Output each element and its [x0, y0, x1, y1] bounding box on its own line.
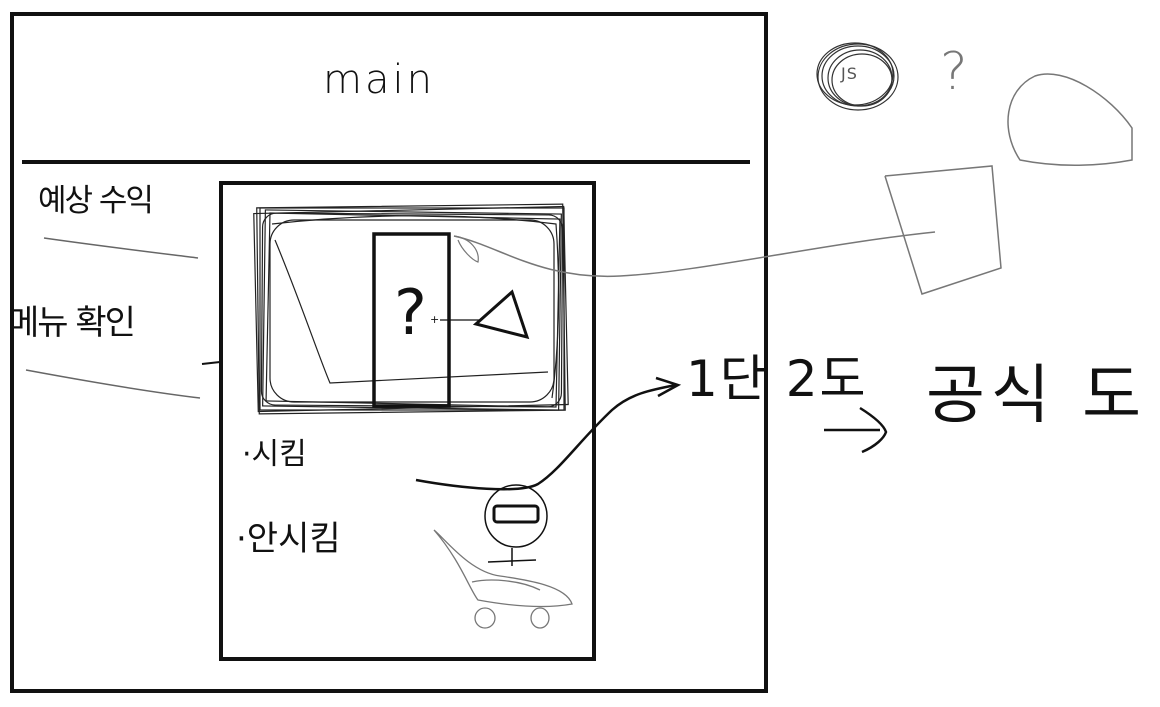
- flow-arrow-curve: [415, 383, 677, 491]
- frame-question-mark: ?: [394, 276, 427, 349]
- js-badge-circles: [816, 42, 899, 111]
- sidebar-underline-1: [43, 237, 199, 259]
- page-frame: [10, 12, 768, 693]
- image-placeholder: [253, 203, 569, 415]
- sidebar-item-expected-revenue[interactable]: 예상 수익: [38, 183, 154, 219]
- result-annotation: 공식 도: [926, 359, 1147, 433]
- triangle-shape: [472, 289, 530, 340]
- wing-shape: [433, 529, 573, 629]
- sidebar-underline-2: [25, 369, 201, 399]
- frame-small-mark: +: [430, 313, 440, 326]
- list-item-ordered[interactable]: ·시킴: [242, 437, 307, 472]
- sidebar-connector: [201, 361, 221, 365]
- sidebar-item-menu-check[interactable]: 메뉴 확인: [8, 303, 136, 343]
- link-line: [453, 231, 936, 278]
- content-panel: [219, 181, 596, 661]
- page-title: main: [323, 57, 435, 103]
- flow-arrow-head: [655, 376, 682, 398]
- list-item-not-ordered[interactable]: ·안시킴: [236, 519, 341, 559]
- question-annotation: ?: [940, 42, 968, 102]
- pencil-blob-shape: [1007, 73, 1133, 167]
- formula-annotation: 1단 2도: [686, 350, 868, 408]
- robot-figure: [484, 484, 548, 566]
- js-badge-label: JS: [841, 64, 858, 83]
- result-arrow-head: [859, 406, 888, 454]
- pencil-square-shape: [884, 165, 1002, 295]
- link-line-curl: [453, 235, 479, 263]
